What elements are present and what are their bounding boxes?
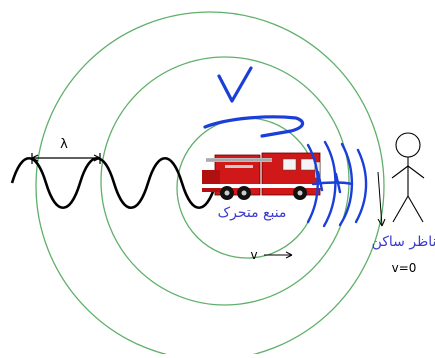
fire-truck-icon xyxy=(200,153,322,200)
source-velocity-arrow xyxy=(264,252,292,258)
wavelength-label: λ xyxy=(60,137,68,152)
observer-label: ناظر ساکن xyxy=(372,234,435,250)
source-velocity-label: v xyxy=(250,248,257,262)
observer-velocity-label: v=0 xyxy=(392,261,417,275)
stick-figure-icon xyxy=(392,133,424,222)
wave-curve xyxy=(12,158,216,208)
source-label: منبع متحرک xyxy=(218,205,287,221)
handwritten-velocity-vector xyxy=(205,68,303,136)
